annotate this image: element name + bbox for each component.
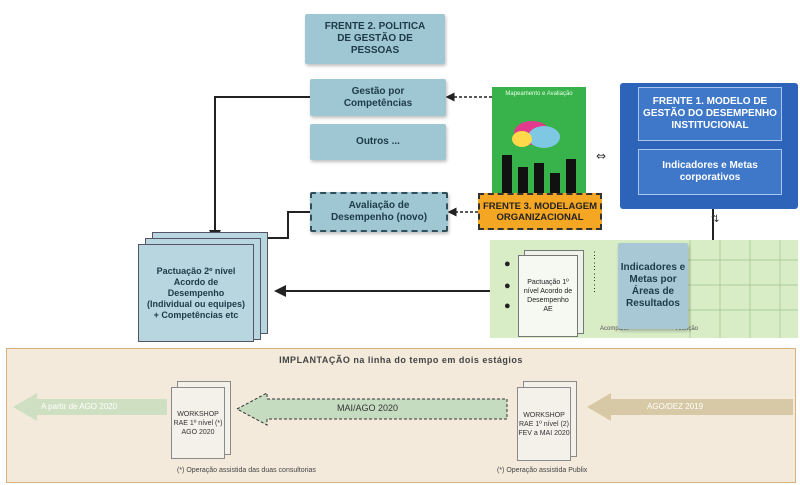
implantacao-title: IMPLANTAÇÃO na linha do tempo em dois es… xyxy=(279,355,523,365)
indicadores-areas-box: Indicadores e Metas por Áreas de Resulta… xyxy=(618,243,688,329)
pactuacao2-doc: Pactuação 2º nível Acordo de Desempenho … xyxy=(138,244,254,342)
indicadores-areas-label: Indicadores e Metas por Áreas de Resulta… xyxy=(620,262,686,309)
frente1-title: FRENTE 1. MODELO DE GESTÃO DO DESEMPENHO… xyxy=(643,96,777,131)
timeline-mid-label: MAI/AGO 2020 xyxy=(337,403,399,413)
gestao-competencias-box: Gestão por Competências xyxy=(310,79,446,116)
avaliacao-desempenho-box: Avaliação de Desempenho (novo) xyxy=(310,192,448,232)
connector-avaliacao-to-pactuacao xyxy=(262,211,310,239)
person-icon: ● xyxy=(504,258,511,270)
person-icon: ● xyxy=(504,300,511,312)
workshop2-doc: WORKSHOP RAE 1º nível (2) FEV a MAI 2020 xyxy=(517,387,571,461)
gestao-competencias-label: Gestão por Competências xyxy=(343,85,413,109)
implantacao-note-right: (*) Operação assistida Publix xyxy=(497,467,588,474)
frente2-title-box: FRENTE 2. POLITICA DE GESTÃO DE PESSOAS xyxy=(305,14,445,64)
connector-dots-icon: ⋮⋮⋮⋮ xyxy=(590,250,599,293)
frente3-title-box: FRENTE 3. MODELAGEM ORGANIZACIONAL xyxy=(478,193,602,230)
pactuacao1-text: Pactuação 1º nível Acordo de Desempenho … xyxy=(523,279,573,313)
green-footer-left: Acompanh xyxy=(600,326,629,332)
pactuacao2-text: Pactuação 2º nível Acordo de Desempenho … xyxy=(146,265,245,320)
link-icon: ⇅ xyxy=(711,214,719,225)
green-footer-right: Aferição xyxy=(676,326,699,332)
frente1-indicadores: Indicadores e Metas corporativos xyxy=(662,160,758,183)
timeline-left-label: A partir de AGO 2020 xyxy=(41,402,118,411)
implantacao-panel: IMPLANTAÇÃO na linha do tempo em dois es… xyxy=(6,348,796,483)
frente1-title-box: FRENTE 1. MODELO DE GESTÃO DO DESEMPENHO… xyxy=(638,87,782,141)
person-icon: ● xyxy=(504,280,511,292)
timeline-arrow-left xyxy=(13,393,167,421)
timeline-arrow-mid xyxy=(237,393,507,425)
connector-gestao-to-pactuacao xyxy=(209,96,310,242)
frente3-image-caption: Mapeamento e Avaliação xyxy=(505,91,573,97)
frente1-panel: FRENTE 1. MODELO DE GESTÃO DO DESEMPENHO… xyxy=(620,83,798,209)
green-area-grid xyxy=(670,240,798,338)
workshop2-text: WORKSHOP RAE 1º nível (2) FEV a MAI 2020 xyxy=(518,411,570,437)
timeline-right-label: AGO/DEZ 2019 xyxy=(647,402,704,411)
outros-label: Outros ... xyxy=(356,136,400,147)
frente3-image: Mapeamento e Avaliação xyxy=(492,87,586,193)
avaliacao-desempenho-label: Avaliação de Desempenho (novo) xyxy=(330,200,428,223)
timeline-arrows xyxy=(13,392,793,426)
frente3-title: FRENTE 3. MODELAGEM ORGANIZACIONAL xyxy=(482,200,597,223)
implantacao-note-left: (*) Operação assistida das duas consulto… xyxy=(177,467,316,474)
outros-box: Outros ... xyxy=(310,124,446,160)
double-arrow-icon: ⇔ xyxy=(596,149,606,163)
workshop1-doc: WORKSHOP RAE 1º nível (*) AGO 2020 xyxy=(171,387,225,459)
workshop1-text: WORKSHOP RAE 1º nível (*) AGO 2020 xyxy=(173,410,223,436)
frente2-title: FRENTE 2. POLITICA DE GESTÃO DE PESSOAS xyxy=(324,21,426,56)
pactuacao1-doc: Pactuação 1º nível Acordo de Desempenho … xyxy=(518,255,578,337)
frente3-chart-graphic xyxy=(502,121,576,193)
timeline-arrow-right xyxy=(587,393,793,421)
frente1-indicadores-box: Indicadores e Metas corporativos xyxy=(638,149,782,195)
